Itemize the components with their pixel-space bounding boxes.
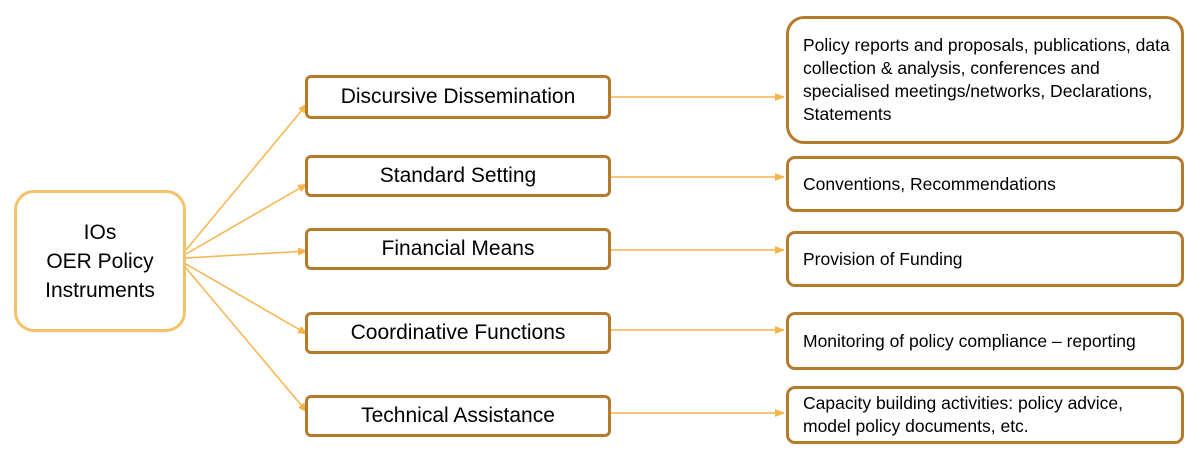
instrument-label: Financial Means (381, 237, 535, 260)
detail-text: Conventions, Recommendations (803, 173, 1056, 194)
detail-standard-setting: Conventions, Recommendations (786, 156, 1184, 212)
detail-technical-assistance: Capacity building activities: policy adv… (786, 386, 1184, 444)
instrument-label: Technical Assistance (361, 404, 555, 427)
arrow-root-to-technical-assistance (185, 267, 308, 413)
instrument-standard-setting: Standard Setting (305, 155, 611, 197)
detail-financial-means: Provision of Funding (786, 231, 1184, 287)
instrument-financial-means: Financial Means (305, 228, 611, 270)
detail-text: Policy reports and proposals, publicatio… (803, 35, 1170, 124)
arrow-root-to-coordinative-functions (185, 263, 308, 335)
arrow-root-to-discursive-dissemination (185, 103, 308, 251)
detail-text: Capacity building activities: policy adv… (803, 393, 1124, 436)
instrument-label: Coordinative Functions (350, 321, 566, 344)
instrument-discursive-dissemination: Discursive Dissemination (305, 75, 611, 119)
arrow-root-to-financial-means (185, 247, 308, 259)
root-node-ios-oer-policy-instruments: IOs OER Policy Instruments (14, 190, 186, 332)
instrument-coordinative-functions: Coordinative Functions (305, 312, 611, 354)
arrow-root-to-standard-setting (185, 183, 308, 255)
detail-text: Provision of Funding (803, 248, 963, 269)
root-node-label: IOs OER Policy Instruments (45, 218, 155, 305)
instrument-label: Standard Setting (379, 164, 537, 187)
detail-coordinative-functions: Monitoring of policy compliance – report… (786, 312, 1184, 370)
instrument-label: Discursive Dissemination (340, 85, 576, 108)
root-label-line: OER Policy (46, 249, 154, 273)
root-label-line: IOs (83, 220, 117, 244)
instrument-technical-assistance: Technical Assistance (305, 395, 611, 437)
detail-discursive-dissemination: Policy reports and proposals, publicatio… (786, 16, 1184, 144)
root-label-line: Instruments (45, 278, 155, 302)
detail-text: Monitoring of policy compliance – report… (803, 330, 1136, 351)
